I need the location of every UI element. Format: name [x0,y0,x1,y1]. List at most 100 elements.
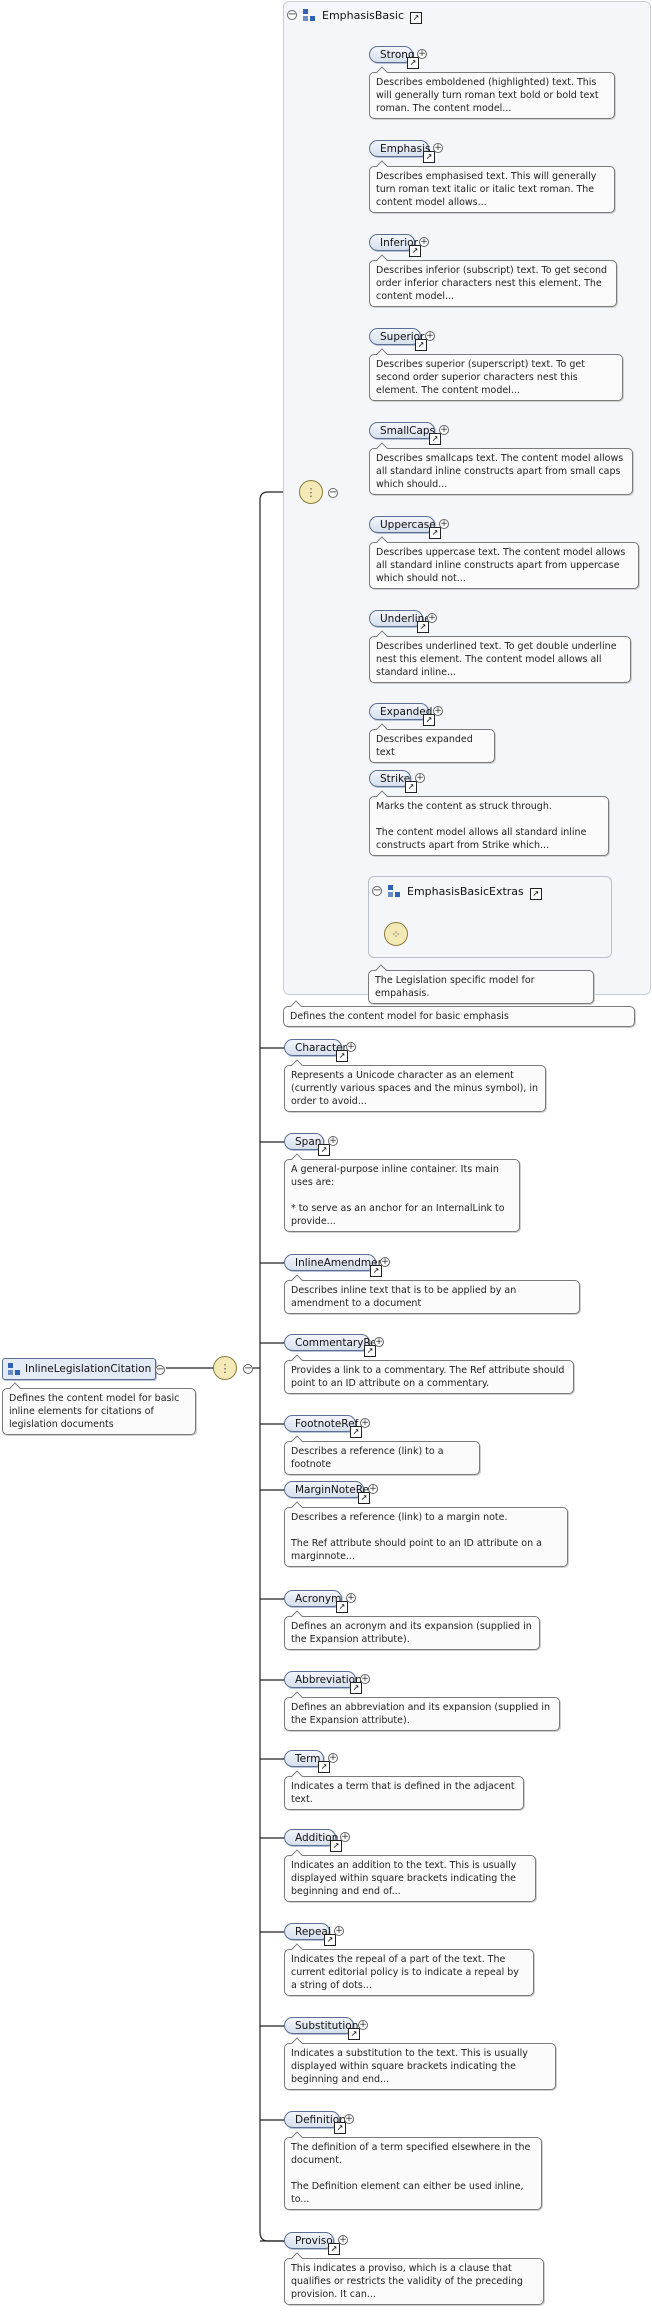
extras-collapse-icon[interactable]: − [372,885,382,896]
reference-arrow-icon[interactable]: ↗ [336,1050,348,1062]
group-ref-icon[interactable]: ↗ [410,12,423,24]
element-expanded[interactable]: Expanded↗ [369,703,435,726]
expand-icon[interactable]: + [334,1926,344,1936]
element-description: Describes emphasised text. This will gen… [369,166,615,213]
reference-arrow-icon[interactable]: ↗ [407,57,419,69]
reference-arrow-icon[interactable]: ↗ [429,527,441,539]
reference-arrow-icon[interactable]: ↗ [318,1144,330,1156]
element-emphasis[interactable]: Emphasis↗ [369,140,435,163]
expand-icon[interactable]: + [344,2114,354,2124]
element-label: Emphasis [380,142,431,155]
element-abbreviation[interactable]: Abbreviation↗ [284,1671,362,1694]
expand-icon[interactable]: + [328,1136,338,1146]
expand-icon[interactable]: + [433,706,443,716]
expand-icon[interactable]: + [380,1257,390,1267]
element-commentaryref[interactable]: CommentaryRef↗ [284,1334,380,1357]
expand-icon[interactable]: + [417,49,427,59]
root-collapse-icon[interactable]: − [155,1364,165,1375]
reference-arrow-icon[interactable]: ↗ [423,714,435,726]
reference-arrow-icon[interactable]: ↗ [324,1934,336,1946]
reference-arrow-icon[interactable]: ↗ [328,2243,340,2255]
expand-icon[interactable]: + [439,425,449,435]
element-acronym[interactable]: Acronym↗ [284,1590,348,1613]
element-definition[interactable]: Definition↗ [284,2111,346,2134]
element-label: CommentaryRef [295,1336,381,1349]
expand-icon[interactable]: + [374,1337,384,1347]
expand-icon[interactable]: + [338,2235,348,2245]
expand-icon[interactable]: + [415,773,425,783]
element-strike[interactable]: Strike↗ [369,770,417,793]
element-inlineamendment[interactable]: InlineAmendment↗ [284,1254,388,1277]
expand-icon[interactable]: + [328,1753,338,1763]
reference-arrow-icon[interactable]: ↗ [415,339,427,351]
expand-icon[interactable]: + [346,1042,356,1052]
root-element-label: InlineLegislationCitation [25,1363,152,1375]
emphasis-basic-title: EmphasisBasic [322,8,405,22]
element-label: Uppercase [380,518,436,531]
reference-arrow-icon[interactable]: ↗ [318,1761,330,1773]
extras-any-compositor-icon[interactable]: ⁘ [384,922,408,946]
element-strong[interactable]: Strong↗ [369,46,419,69]
expand-icon[interactable]: + [360,1674,370,1684]
element-description: Describes inferior (subscript) text. To … [369,260,617,307]
emphasis-basic-description: Defines the content model for basic emph… [283,1006,635,1027]
element-description: Describes a reference (link) to a footno… [284,1441,480,1475]
expand-icon[interactable]: + [425,331,435,341]
root-element[interactable]: InlineLegislationCitation [2,1358,156,1380]
expand-icon[interactable]: + [439,519,449,529]
element-label: Definition [295,2113,346,2126]
element-description: Represents a Unicode character as an ele… [284,1065,546,1112]
element-inferior[interactable]: Inferior↗ [369,234,421,257]
element-label: Term [295,1752,321,1765]
expand-icon[interactable]: + [419,237,429,247]
element-description: A general-purpose inline container. Its … [284,1159,520,1232]
extras-ref-icon[interactable]: ↗ [529,888,542,900]
sequence-compositor-icon[interactable]: ⋮ [213,1356,237,1380]
expand-icon[interactable]: + [360,1418,370,1428]
element-proviso[interactable]: Proviso↗ [284,2232,340,2255]
reference-arrow-icon[interactable]: ↗ [336,1601,348,1613]
emphasis-inner-description: The Legislation specific model for empah… [368,970,594,1004]
expand-icon[interactable]: + [433,143,443,153]
element-character[interactable]: Character↗ [284,1039,348,1062]
element-superior[interactable]: Superior↗ [369,328,427,351]
reference-arrow-icon[interactable]: ↗ [417,621,429,633]
element-term[interactable]: Term↗ [284,1750,330,1773]
reference-arrow-icon[interactable]: ↗ [348,2028,360,2040]
element-substitution[interactable]: Substitution↗ [284,2017,360,2040]
element-label: Superior [380,330,425,343]
sequence-collapse-icon[interactable]: − [243,1363,253,1374]
choice-compositor-icon[interactable]: ⋮ [299,480,323,504]
reference-arrow-icon[interactable]: ↗ [358,1492,370,1504]
reference-arrow-icon[interactable]: ↗ [409,245,421,257]
emphasis-extras-header[interactable]: − EmphasisBasicExtras ↗ [372,882,542,900]
element-marginnoteref[interactable]: MarginNoteRef↗ [284,1481,373,1504]
reference-arrow-icon[interactable]: ↗ [405,781,417,793]
expand-icon[interactable]: + [346,1593,356,1603]
element-span[interactable]: Span↗ [284,1133,330,1156]
element-uppercase[interactable]: Uppercase↗ [369,516,441,539]
expand-icon[interactable]: + [340,1832,350,1842]
expand-icon[interactable]: + [358,2020,368,2030]
choice-collapse-icon[interactable]: − [328,487,338,498]
element-repeal[interactable]: Repeal↗ [284,1923,336,1946]
element-footnoteref[interactable]: FootnoteRef↗ [284,1415,362,1438]
reference-arrow-icon[interactable]: ↗ [330,1840,342,1852]
expand-icon[interactable]: + [368,1484,378,1494]
reference-arrow-icon[interactable]: ↗ [423,151,435,163]
element-addition[interactable]: Addition↗ [284,1829,342,1852]
element-label: Acronym [295,1592,342,1605]
reference-arrow-icon[interactable]: ↗ [350,1682,362,1694]
reference-arrow-icon[interactable]: ↗ [364,1345,376,1357]
group-collapse-icon[interactable]: − [287,9,297,20]
reference-arrow-icon[interactable]: ↗ [334,2122,346,2134]
reference-arrow-icon[interactable]: ↗ [370,1265,382,1277]
emphasis-basic-header[interactable]: − EmphasisBasic ↗ [287,6,423,24]
element-label: Substitution [295,2019,359,2032]
element-description: Describes expanded text [369,729,495,763]
element-underline[interactable]: Underline↗ [369,610,431,633]
expand-icon[interactable]: + [427,613,437,623]
reference-arrow-icon[interactable]: ↗ [429,433,441,445]
reference-arrow-icon[interactable]: ↗ [350,1426,362,1438]
element-smallcaps[interactable]: SmallCaps↗ [369,422,441,445]
